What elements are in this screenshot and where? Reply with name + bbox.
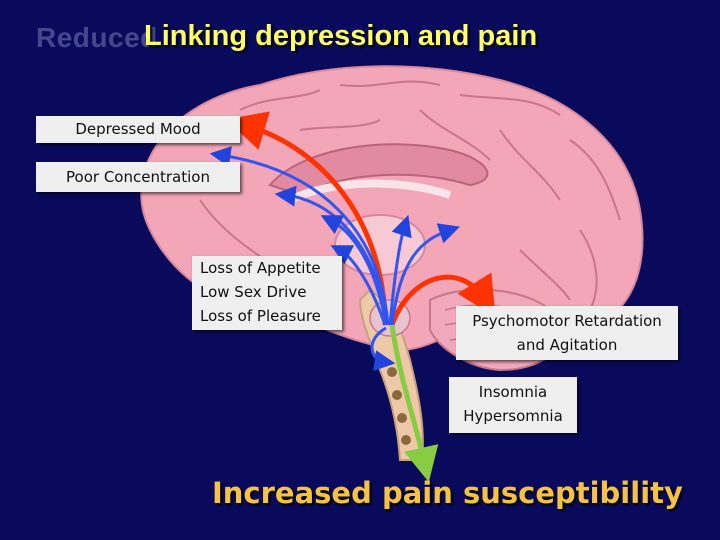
label-insomnia: Insomnia xyxy=(449,380,577,404)
label-psychomotor-line2: and Agitation xyxy=(456,333,678,357)
label-psychomotor: Psychomotor Retardation and Agitation xyxy=(456,306,678,360)
slide-title: Linking depression and pain xyxy=(144,20,537,53)
ghost-title: Reduced xyxy=(36,22,158,54)
label-loss-of-appetite: Loss of Appetite xyxy=(200,256,342,280)
label-loss-of-pleasure: Loss of Pleasure xyxy=(200,304,342,328)
label-poor-concentration: Poor Concentration xyxy=(36,162,240,192)
label-appetite-group: Loss of Appetite Low Sex Drive Loss of P… xyxy=(192,256,342,330)
label-hypersomnia: Hypersomnia xyxy=(449,404,577,428)
label-sleep: Insomnia Hypersomnia xyxy=(449,377,577,433)
pain-susceptibility-text: Increased pain susceptibility xyxy=(212,476,683,510)
label-depressed-mood: Depressed Mood xyxy=(36,116,240,143)
label-psychomotor-line1: Psychomotor Retardation xyxy=(456,309,678,333)
label-low-sex-drive: Low Sex Drive xyxy=(200,280,342,304)
